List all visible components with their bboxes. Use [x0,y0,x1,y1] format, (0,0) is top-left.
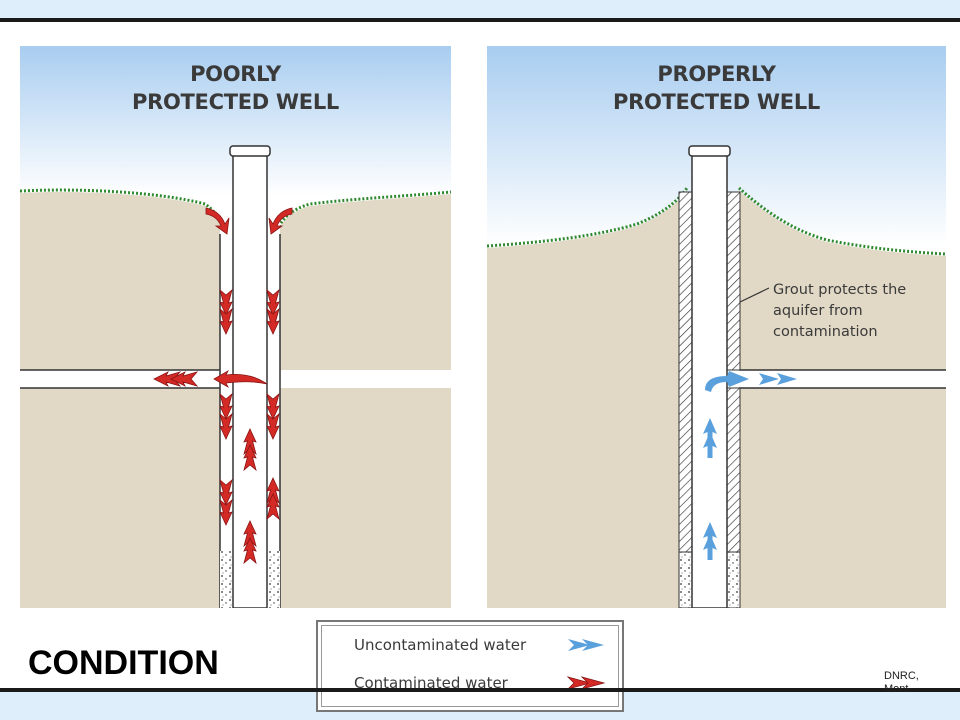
properly-protected-well-diagram [487,46,946,608]
slide-canvas: POORLY PROTECTED WELL [0,22,960,712]
grout-pointer-line [739,287,770,303]
aquifer-channel [727,370,946,388]
grout-seal-right [726,191,741,371]
grout-seal-left [678,191,693,553]
properly-protected-well-panel: PROPERLY PROTECTED WELL Grout protects t… [487,46,946,608]
ground-soil-left [487,190,687,608]
grass-line-right [738,186,946,256]
grout-seal-right-lower [726,387,741,553]
grass-line-left [487,187,689,248]
legend-label-uncontaminated: Uncontaminated water [354,636,527,654]
gravel-pack-left [678,551,693,608]
ground-soil [20,192,224,608]
bottom-border [0,688,960,692]
uncontaminated-flow-arrows [703,371,797,560]
top-border [0,18,960,22]
gravel-pack-right [726,551,741,608]
legend-item-uncontaminated: Uncontaminated water [354,634,608,656]
well-cap [688,145,731,157]
title-line-2: PROTECTED WELL [613,90,820,114]
legend-item-contaminated: Contaminated water [354,672,608,694]
poorly-protected-well-diagram [20,46,451,608]
legend: Uncontaminated water Contaminated water [316,620,624,712]
panel-title: PROPERLY PROTECTED WELL [487,60,946,116]
grass-line-right [274,190,451,235]
grout-annotation: Grout protects the aquifer from contamin… [773,282,907,340]
poorly-protected-well-panel: POORLY PROTECTED WELL [20,46,451,608]
legend-label-contaminated: Contaminated water [354,674,508,692]
panel-title: POORLY PROTECTED WELL [20,60,451,116]
grass-line-left [20,188,226,235]
condition-label: CONDITION [28,644,219,682]
ground-soil-right [739,190,946,608]
title-line-2: PROTECTED WELL [132,90,339,114]
ground-soil-right [276,194,451,608]
title-line-1: POORLY [190,62,281,86]
well-cap [229,145,271,157]
blue-double-arrow-icon [568,639,604,651]
source-credit: DNRC, Mont. [884,670,919,695]
contaminated-flow-arrows [153,207,293,564]
title-line-1: PROPERLY [657,62,776,86]
